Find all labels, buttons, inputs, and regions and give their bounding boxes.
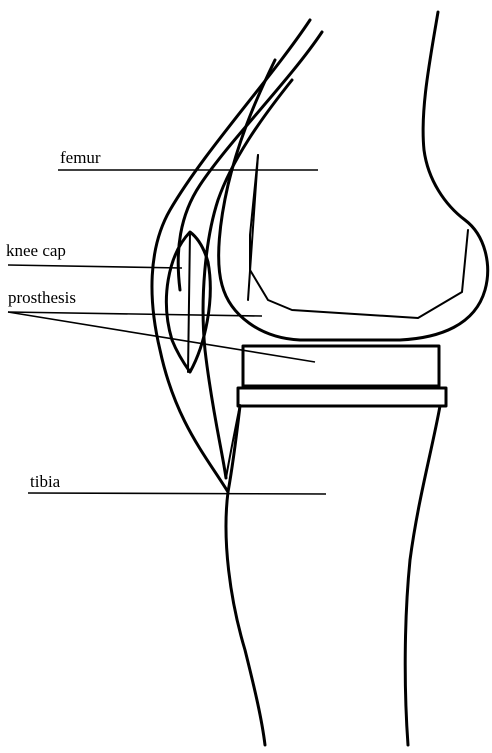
femoral-component-edge: [247, 154, 259, 301]
tibia-leader: [27, 492, 327, 495]
tibia-shape: [224, 404, 267, 747]
tibia-shape-right: [403, 404, 442, 747]
femur-shape: [217, 10, 490, 342]
knee-cap-shape: [165, 230, 212, 374]
prosthesis-leader-top: [7, 311, 263, 317]
tibial-tray: [236, 386, 448, 408]
patella-button: [187, 231, 191, 373]
femoral-component: [249, 154, 469, 319]
knee-cap-label: knee cap: [6, 241, 66, 260]
patellar-tendon-inner: [201, 78, 294, 480]
quadriceps-tendon-outer: [150, 18, 312, 494]
tibia-label: tibia: [30, 472, 61, 491]
knee-cap-leader: [7, 264, 183, 269]
prosthesis-label: prosthesis: [8, 288, 76, 307]
tibial-insert: [241, 344, 441, 388]
femur-label: femur: [60, 148, 101, 167]
prosthesis-leader-bottom: [7, 311, 316, 363]
